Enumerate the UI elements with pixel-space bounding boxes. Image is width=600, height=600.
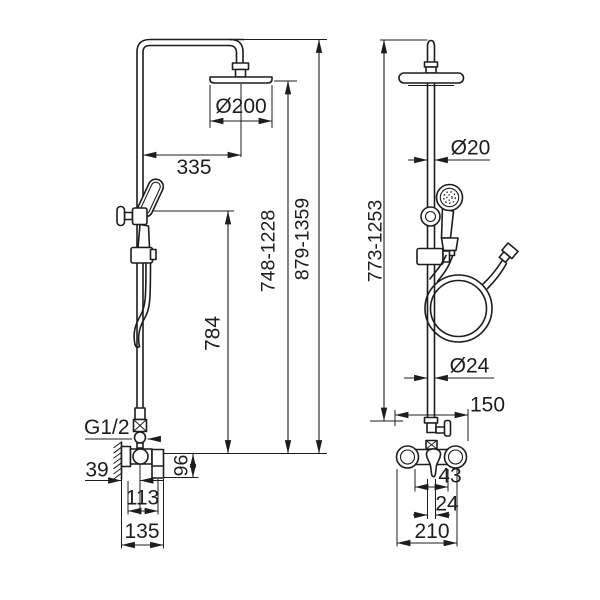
spray-face-dots [443,191,456,204]
diverter-body [426,422,437,434]
bracket-stem [123,211,134,221]
slider-clamp [130,246,154,264]
dim-label-body-depth: 113 [126,487,159,510]
ball-joint [133,431,147,444]
hose-loop-inner [429,279,488,338]
left-escutcheon [395,445,420,469]
dim-label-body-height: 96 [171,455,193,477]
dim-label-lever-width: 43 [438,465,461,488]
pipe-collar [134,407,146,421]
handle-end-cap [440,237,459,252]
riser-pipe-front [136,38,245,419]
wall-hatch [113,441,122,480]
overhead-shower-front [209,62,273,84]
head-disc-side [398,72,465,84]
hose-front [133,262,147,346]
dim-label-total-depth: 135 [124,520,159,543]
dim-label-height-range: 773-1253 [365,200,387,282]
hose-coil [424,242,519,343]
dim-label-head-offset: 335 [176,156,211,179]
hand-shower-handle-side [440,206,455,239]
dim-label-rail-diameter: Ø24 [450,355,490,378]
dim-label-riser-height: 784 [202,316,225,351]
hand-shower-handle [137,223,151,249]
slider-clamp-side [416,247,444,266]
dim-label-head-diameter: Ø200 [215,95,266,118]
side-view: Ø20 773-1253 Ø24 150 43 24 210 [365,39,519,547]
overhead-shower-side [398,72,465,87]
rail-bracket [131,207,148,226]
dim-label-body-width: 210 [414,520,449,543]
hose-fitting [498,242,519,264]
riser-pipe-side [423,39,439,419]
mixer-spout [151,448,165,479]
slider-knob [149,248,157,261]
bracket-knob [116,205,126,227]
valve-head [132,448,149,465]
dim-label-upper-height-range: 748-1228 [258,210,280,292]
hand-shower-front [116,178,165,349]
dim-label-pipe-diameter: Ø20 [451,137,491,160]
dim-label-spout-width: 24 [435,493,459,516]
mixer-front [113,407,165,480]
head-disc [209,76,273,84]
dim-label-total-height-range: 879-1359 [292,198,314,280]
head-nut [234,68,247,78]
rail-bracket-side [420,206,441,227]
dim-label-inlet-thread: G1/2 [84,416,130,439]
hose-loop-outer [424,274,493,343]
hand-shower-side [416,183,464,266]
dim-label-bracket-offset: 150 [470,394,505,417]
side-dimension-lines [380,40,494,547]
wall-flange [120,445,132,468]
mixer-side [395,416,468,478]
front-dimension-lines [85,39,323,549]
front-view: Ø200 335 748-1228 879-1359 784 G1/2 39 9… [84,38,327,549]
right-escutcheon [443,445,468,469]
dim-label-wall-offset: 39 [85,459,108,482]
head-connector [231,62,250,71]
diverter-knob [443,419,452,437]
mixer-lever [425,448,442,478]
